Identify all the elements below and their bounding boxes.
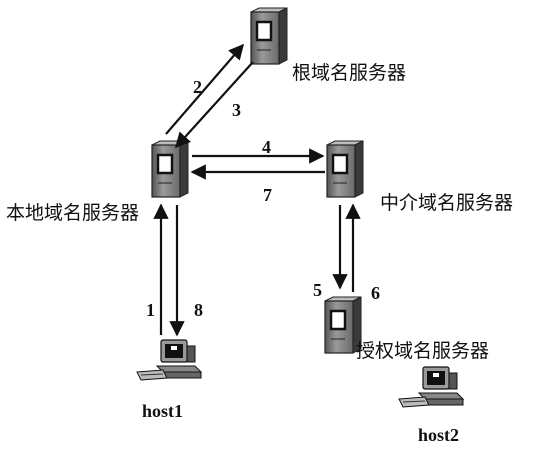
intermediate-server-icon <box>325 139 365 199</box>
step-8-label: 8 <box>194 300 203 320</box>
step-7-label: 7 <box>263 185 272 205</box>
step-4-label: 4 <box>262 137 271 157</box>
intermediate-server-label: 中介域名服务器 <box>380 192 513 214</box>
host1-label: host1 <box>142 401 183 421</box>
step-1-label: 1 <box>146 300 155 320</box>
root-server-icon <box>249 6 289 66</box>
arrow-step-2 <box>165 43 245 135</box>
step-5-label: 5 <box>313 280 322 300</box>
step-6-label: 6 <box>371 283 380 303</box>
arrow-step-3 <box>174 61 254 149</box>
root-server-label: 根域名服务器 <box>292 62 406 84</box>
step-3-label: 3 <box>232 100 241 120</box>
host2-computer-icon <box>398 366 464 408</box>
authoritative-server-label: 授权域名服务器 <box>356 340 489 362</box>
local-server-icon <box>150 139 190 199</box>
step-2-label: 2 <box>193 77 202 97</box>
host1-computer-icon <box>136 339 202 381</box>
host2-label: host2 <box>418 425 459 445</box>
local-server-label: 本地域名服务器 <box>6 202 139 224</box>
